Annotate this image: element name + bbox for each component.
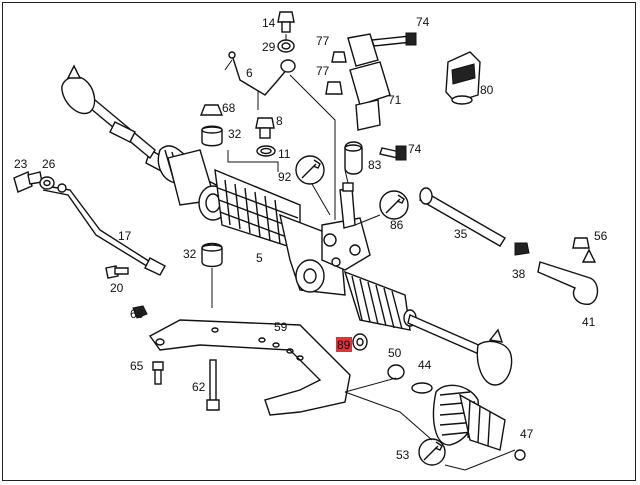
label-89: 89 — [337, 338, 351, 352]
return-line — [228, 51, 296, 96]
label-6: 6 — [246, 66, 253, 80]
label-62: 62 — [192, 380, 206, 394]
label-77-upper: 77 — [316, 34, 330, 48]
highlight-89 — [336, 337, 352, 352]
label-11: 11 — [278, 147, 291, 161]
leader-bracket — [227, 150, 279, 172]
label-65: 65 — [130, 359, 144, 373]
boot-service-kit — [344, 364, 526, 471]
label-71: 71 — [388, 93, 402, 107]
label-83: 83 — [368, 158, 382, 172]
right-tie-rod-assembly — [419, 187, 599, 305]
nut-68-lower — [132, 305, 148, 319]
label-38: 38 — [512, 267, 526, 281]
label-50: 50 — [388, 346, 402, 360]
upper-mount-parts — [199, 104, 224, 147]
bolt-65 — [152, 361, 164, 385]
label-32-upper: 32 — [228, 127, 242, 141]
label-80: 80 — [480, 83, 494, 97]
pinion-sleeve — [344, 141, 363, 175]
bolt-and-washer — [13, 171, 55, 193]
bolt-62 — [206, 359, 220, 411]
label-26: 26 — [42, 157, 56, 171]
label-68-upper: 68 — [222, 101, 236, 115]
left-tie-rod-assembly — [61, 64, 156, 160]
part-labels: 14 29 6 68 32 8 11 92 74 77 77 71 80 74 … — [14, 15, 608, 462]
label-47: 47 — [520, 427, 534, 441]
label-56: 56 — [594, 229, 608, 243]
pressure-line — [39, 183, 166, 276]
label-8: 8 — [276, 114, 283, 128]
bolt-20 — [105, 265, 129, 279]
label-17: 17 — [118, 229, 132, 243]
label-41: 41 — [582, 315, 596, 329]
label-59: 59 — [274, 320, 288, 334]
label-14: 14 — [262, 16, 276, 30]
label-32-lower: 32 — [183, 247, 197, 261]
label-74-lower: 74 — [408, 142, 422, 156]
bushing-32-lower — [201, 242, 223, 308]
label-86: 86 — [390, 218, 404, 232]
steering-coupling — [325, 32, 417, 161]
nut-89 — [352, 333, 368, 351]
label-5: 5 — [256, 251, 263, 265]
wrench-symbol-86 — [379, 190, 409, 220]
label-77-lower: 77 — [316, 64, 330, 78]
label-68-lower: 68 — [130, 307, 144, 321]
wrench-symbol-92 — [295, 155, 325, 185]
label-74-upper: 74 — [416, 15, 430, 29]
banjo-bolt — [277, 11, 295, 53]
label-92: 92 — [278, 170, 292, 184]
label-35: 35 — [454, 227, 468, 241]
label-20: 20 — [110, 281, 124, 295]
label-53: 53 — [396, 448, 410, 462]
label-23: 23 — [14, 157, 28, 171]
rack-housing — [145, 145, 513, 386]
label-29: 29 — [262, 40, 276, 54]
rubber-mount — [445, 51, 481, 105]
leader-lines — [224, 34, 381, 226]
label-44: 44 — [418, 358, 432, 372]
crossmember-bracket — [148, 319, 351, 416]
diagram-frame — [2, 2, 636, 481]
plug-and-seal — [255, 117, 276, 157]
